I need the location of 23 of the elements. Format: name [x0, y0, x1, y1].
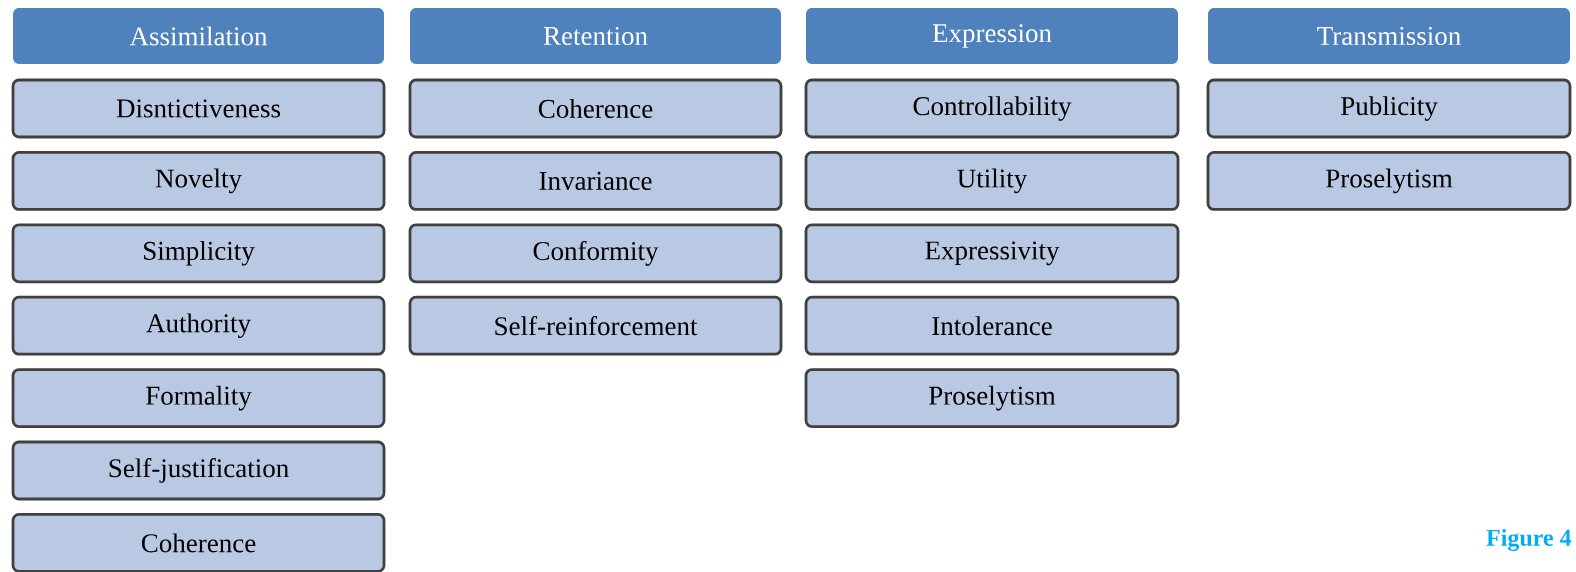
item-box: Coherence [408, 78, 783, 139]
item-box: Controllability [804, 78, 1180, 139]
item-box: Proselytism [1206, 151, 1572, 211]
figure-caption: Figure 4 [1486, 529, 1572, 551]
item-box: Expressivity [804, 223, 1180, 284]
column-header: Assimilation [13, 8, 384, 64]
item-box: Publicity [1206, 78, 1572, 139]
column-header: Expression [806, 8, 1178, 64]
item-box: Utility [804, 151, 1180, 211]
item-box: Invariance [408, 151, 783, 211]
item-box: Novelty [11, 151, 386, 211]
item-box: Intolerance [804, 295, 1180, 356]
item-box: Simplicity [11, 223, 386, 284]
item-box: Self-reinforcement [408, 295, 783, 356]
item-box: Coherence [11, 513, 386, 572]
item-box: Self-justification [11, 440, 386, 501]
item-box: Authority [11, 295, 386, 356]
column-header: Transmission [1208, 8, 1570, 64]
item-box: Conformity [408, 223, 783, 284]
item-box: Proselytism [804, 368, 1180, 428]
item-box: Disntictiveness [11, 78, 386, 139]
item-box: Formality [11, 368, 386, 428]
column-header: Retention [410, 8, 781, 64]
